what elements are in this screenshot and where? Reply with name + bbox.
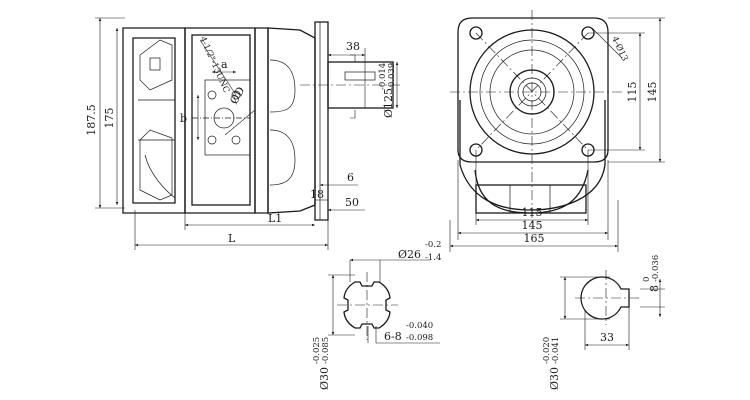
key-shaft-tol-lower: -0.041 — [551, 337, 561, 364]
dim-spacing-b: b — [180, 112, 187, 125]
key-width: 8 — [648, 285, 661, 292]
spline-shaft-dia-group: Ø30 -0.025 -0.085 — [312, 337, 331, 390]
spline-outer-dia: Ø26 — [398, 248, 421, 261]
dim-shaft-dia-group: Ø125 -0.014 -0.039 — [378, 63, 397, 118]
key-width-group: 8 0 -0.036 — [642, 255, 661, 292]
dim-body-width: 165 — [524, 232, 545, 245]
key-shaft-dia: Ø30 — [548, 367, 561, 390]
dim-shaft-length: 38 — [346, 40, 360, 53]
dim-flange-width: 145 — [522, 219, 543, 232]
dim-pilot-len: 18 — [310, 188, 324, 201]
key-tol-lower: -0.036 — [651, 255, 661, 282]
front-view: 4-Ø13 115 145 115 145 165 — [449, 10, 665, 252]
spline-tol-upper: -0.040 — [406, 321, 433, 331]
dim-spacing-a: a — [221, 58, 228, 71]
dim-shaft-tol-upper: -0.014 — [378, 63, 388, 90]
spline-outer-tol-lower: -1.4 — [425, 253, 441, 263]
spline-section: Ø26 -0.2 -1.4 6-8 -0.040 -0.098 Ø30 -0.0… — [312, 240, 441, 390]
dim-length-l1: L1 — [268, 212, 282, 225]
dim-shaft-tol-lower: -0.039 — [387, 63, 397, 90]
dim-flange-height: 145 — [646, 82, 659, 103]
spline-shaft-tol-upper: -0.025 — [312, 337, 322, 364]
dim-length-l: L — [228, 232, 236, 245]
spline-tol-lower: -0.098 — [406, 333, 433, 343]
key-shaft-tol-upper: -0.020 — [542, 337, 552, 364]
key-depth: 33 — [600, 331, 614, 344]
dim-height-inner: 175 — [103, 108, 116, 129]
spline-shaft-tol-lower: -0.085 — [321, 337, 331, 364]
spline-outer-tol-upper: -0.2 — [425, 240, 441, 250]
dim-bolt-spacing-h: 115 — [522, 206, 543, 219]
key-shaft-dia-group: Ø30 -0.020 -0.041 — [542, 337, 561, 390]
key-tol-upper: 0 — [642, 277, 652, 282]
side-view: 187.5 175 4-1/2"-13UNC a b ØD 38 6 18 50… — [85, 17, 402, 250]
dim-bolt-spacing-v: 115 — [626, 82, 639, 103]
spline-shaft-dia: Ø30 — [318, 367, 331, 390]
spline-spec: 6-8 — [384, 330, 402, 343]
dim-height-overall: 187.5 — [85, 104, 98, 136]
dim-flange-thk: 6 — [347, 171, 354, 184]
dim-flange-dist: 50 — [345, 196, 359, 209]
dim-shaft-dia: Ø125 — [382, 88, 395, 118]
key-section: 33 8 0 -0.036 Ø30 -0.020 -0.041 — [542, 255, 665, 390]
